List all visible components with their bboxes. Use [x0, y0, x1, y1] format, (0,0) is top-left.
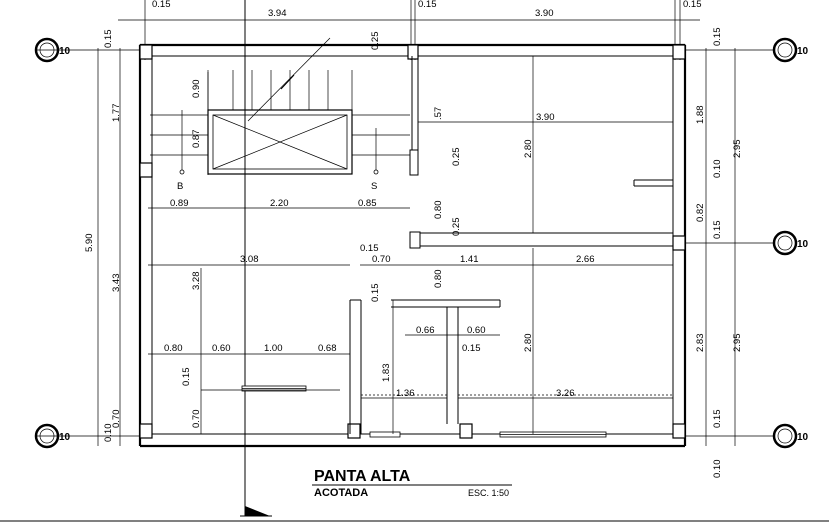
grid-axes: 10 10 10 10 10	[34, 0, 809, 516]
dim-label: 0.60	[467, 325, 486, 336]
dim-label: 2.20	[270, 198, 289, 209]
dim-label: 0.15	[181, 368, 192, 387]
dim-label: 1.88	[695, 106, 706, 125]
dim-label: 1.77	[111, 104, 122, 123]
dim-label: 0.10	[712, 460, 723, 479]
exterior-walls	[138, 43, 687, 448]
dim-label: 0.80	[433, 270, 444, 289]
dim-label: 2.95	[732, 140, 743, 159]
dim-label: 0.15	[360, 243, 379, 254]
dim-label: 0.25	[451, 148, 462, 167]
axis-bubble-mid-right: 10	[680, 230, 809, 256]
axis-bubble-bottom-right: 10	[680, 423, 809, 449]
dim-label: 0.70	[191, 410, 202, 429]
dim-label: 0.66	[416, 325, 435, 336]
dim-label: 0.87	[191, 130, 202, 149]
dim-label: 0.80	[433, 201, 444, 220]
dim-label: .57	[433, 107, 444, 120]
dim-label: 0.82	[695, 204, 706, 223]
axis-label: 10	[797, 432, 809, 443]
dim-label: 1.36	[396, 388, 415, 399]
dim-label: 0.15	[418, 0, 437, 10]
dim-label: 0.60	[212, 343, 231, 354]
stair-up-label: S	[371, 181, 377, 192]
dim-label: 0.85	[358, 198, 377, 209]
dim-label: 2.95	[732, 334, 743, 353]
dim-label: 2.80	[523, 334, 534, 353]
dim-label: 0.15	[712, 410, 723, 429]
dim-label: 0.15	[712, 221, 723, 240]
axis-label: 10	[59, 46, 71, 57]
dim-label: 0.70	[111, 410, 122, 429]
staircase: B S	[150, 37, 410, 192]
dim-label: 0.15	[683, 0, 702, 10]
dim-label: 0.15	[152, 0, 171, 10]
dim-label: 3.43	[111, 274, 122, 293]
dim-label: 3.26	[556, 388, 575, 399]
dim-label: 0.15	[103, 30, 114, 49]
dim-label: 0.15	[712, 28, 723, 47]
section-cut-marker	[240, 506, 272, 517]
interior-walls	[349, 56, 673, 434]
dim-label: 0.15	[462, 343, 481, 354]
dim-label: 0.70	[372, 254, 391, 265]
dim-label: 3.28	[191, 272, 202, 291]
plan-scale: ESC. 1:50	[468, 488, 509, 498]
dim-label: 0.15	[370, 284, 381, 303]
axis-label: 10	[797, 46, 809, 57]
dim-label: 0.68	[318, 343, 337, 354]
dim-label: 5.90	[84, 234, 95, 253]
dim-label: 2.80	[523, 140, 534, 159]
dim-label: 3.90	[536, 112, 555, 123]
dim-label: 0.89	[170, 198, 189, 209]
title-block: PANTA ALTA ACOTADA ESC. 1:50	[312, 468, 512, 499]
axis-bubble-top-left: 10	[34, 37, 150, 63]
windows	[241, 385, 607, 438]
axis-label: 10	[797, 239, 809, 250]
dim-label: 2.83	[695, 334, 706, 353]
stair-down-label: B	[177, 181, 183, 192]
dimension-lines	[97, 19, 736, 446]
dim-label: 0.10	[103, 424, 114, 443]
dim-label: 3.94	[268, 8, 287, 19]
plan-title: PANTA ALTA	[314, 468, 411, 485]
dim-label: 1.83	[381, 364, 392, 383]
axis-bubble-top-right: 10	[680, 37, 809, 63]
dim-label: 0.25	[451, 218, 462, 237]
dim-label: 3.08	[240, 254, 259, 265]
axis-label: 10	[59, 432, 71, 443]
dim-label: 1.00	[264, 343, 283, 354]
dim-label: 0.10	[712, 160, 723, 179]
dim-label: 1.41	[460, 254, 479, 265]
dim-label: 0.80	[164, 343, 183, 354]
dim-label: 0.90	[191, 80, 202, 99]
plan-subtitle: ACOTADA	[314, 487, 368, 499]
dim-label: 2.66	[576, 254, 595, 265]
dim-label: 3.90	[535, 8, 554, 19]
axis-bubble-bottom-left: 10	[34, 423, 150, 449]
dim-label: 0.25	[370, 32, 381, 51]
